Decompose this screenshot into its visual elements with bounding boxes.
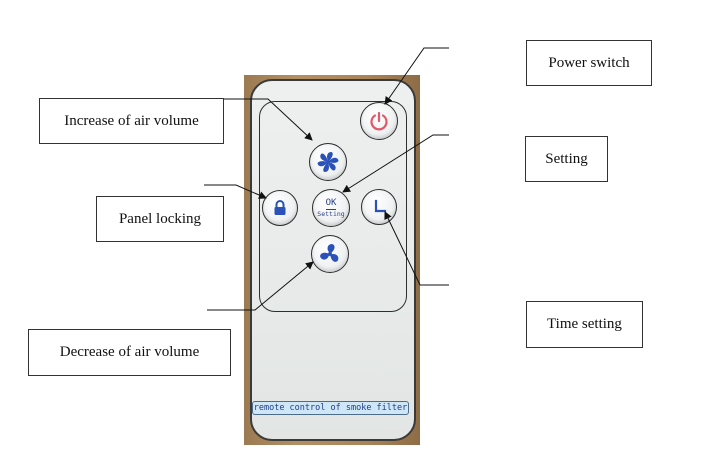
ok-label-top: OK — [325, 197, 337, 210]
callout-time-setting: Time setting — [526, 301, 643, 348]
remote-footer-label: remote control of smoke filter — [252, 401, 409, 415]
callout-setting: Setting — [525, 136, 608, 182]
callout-power-switch: Power switch — [526, 40, 652, 86]
lock-icon — [274, 200, 286, 215]
timer-icon — [374, 199, 387, 213]
panel-locking-button[interactable] — [262, 190, 298, 226]
ok-label-bottom: Setting — [317, 209, 345, 218]
decrease-air-volume-button[interactable] — [311, 235, 349, 273]
power-icon — [370, 111, 388, 131]
power-button[interactable] — [360, 102, 398, 140]
ok-setting-label: OK Setting — [317, 197, 345, 218]
time-setting-button[interactable] — [361, 189, 397, 225]
fan-icon — [320, 244, 339, 262]
ok-setting-button[interactable]: OK Setting — [312, 189, 350, 227]
callout-decrease-air-volume: Decrease of air volume — [28, 329, 231, 376]
increase-air-volume-button[interactable] — [309, 143, 347, 181]
fan-icon — [317, 152, 339, 172]
callout-panel-locking: Panel locking — [96, 196, 224, 242]
button-panel — [259, 101, 407, 312]
callout-increase-air-volume: Increase of air volume — [39, 98, 224, 144]
